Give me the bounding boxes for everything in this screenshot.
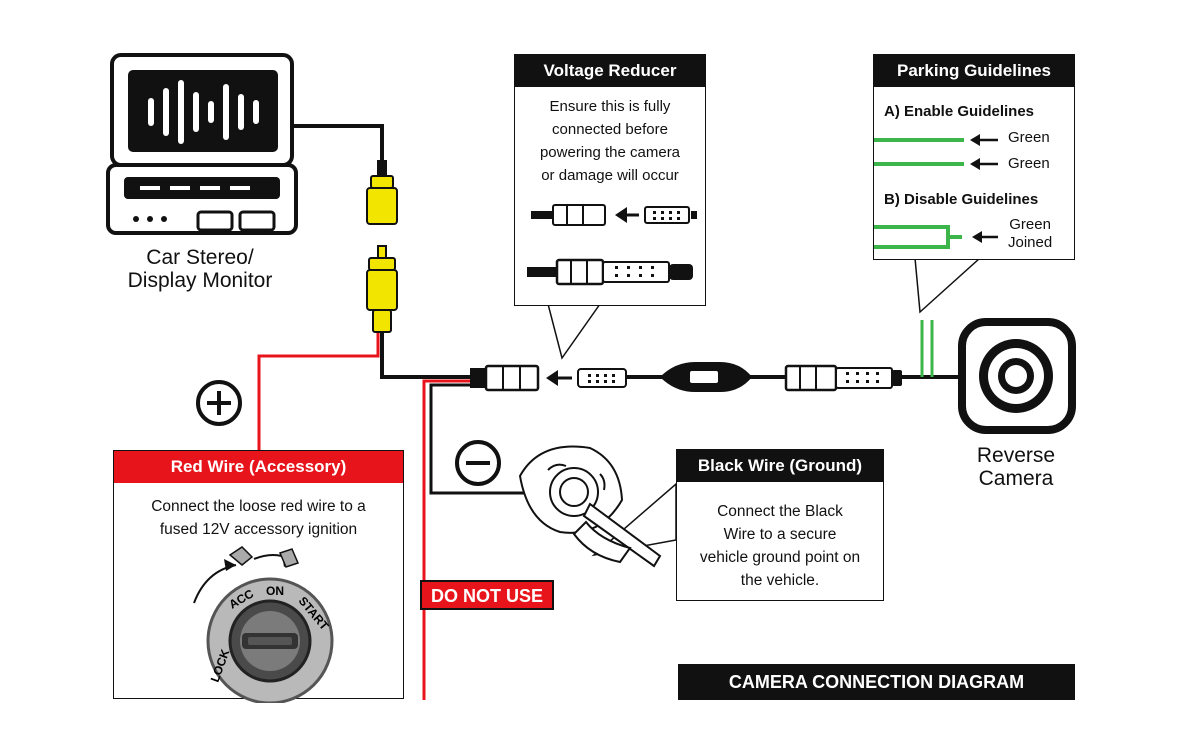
black-wire-box: Black Wire (Ground) Connect the Black Wi… [676, 449, 884, 601]
camera-label: Reverse Camera [956, 444, 1076, 490]
voltage-reducer-line: powering the camera [539, 144, 681, 161]
ground-bolt-icon [518, 445, 662, 568]
rca-male-connector [366, 245, 398, 333]
reverse-camera-icon [958, 318, 1076, 434]
voltage-reducer-box: Voltage Reducer Ensure this is fully con… [514, 54, 706, 306]
camera-plug-connector [784, 364, 902, 392]
voltage-reducer-line: Ensure this is fully [549, 98, 671, 115]
black-wire-text: Connect the Black Wire to a secure vehic… [677, 500, 883, 592]
red-wire-box: Red Wire (Accessory) Connect the loose r… [113, 450, 404, 703]
car-stereo-icon [106, 53, 298, 235]
negative-symbol-icon [455, 440, 501, 486]
ignition-label-on: ON [266, 584, 284, 598]
guidelines-callout-tail [914, 257, 982, 314]
red-wire-text: Connect the loose red wire to a fused 12… [114, 495, 403, 541]
enable-green-label-2: Green [1008, 155, 1050, 172]
do-not-use-label: DO NOT USE [420, 580, 555, 610]
parking-guidelines-box: Parking Guidelines A) Enable Guidelines … [873, 54, 1075, 260]
stereo-label-line2: Display Monitor [127, 269, 273, 292]
monitor-video-cable [292, 124, 384, 160]
connect-arrow-icon [546, 370, 572, 386]
stereo-label: Car Stereo/ Display Monitor [100, 246, 300, 292]
positive-symbol-icon [196, 380, 242, 426]
voltage-reducer-text: Ensure this is fully connected before po… [515, 95, 705, 187]
ignition-switch-illustration: LOCK ACC ON START [193, 546, 334, 703]
black-ground-wire [429, 383, 530, 495]
disable-green-label-line2: Joined [1008, 234, 1053, 251]
harness-female-connector [470, 364, 540, 392]
camera-label-line2: Camera [978, 467, 1054, 490]
disable-green-label: Green Joined [1008, 216, 1052, 252]
disable-green-label-line1: Green [1009, 216, 1051, 233]
disable-guidelines-heading: B) Disable Guidelines [884, 191, 1039, 208]
enable-guidelines-heading: A) Enable Guidelines [884, 103, 1035, 120]
red-wire-line: fused 12V accessory ignition [159, 521, 358, 538]
voltage-reducer-illustration [527, 204, 697, 286]
black-wire-line: the vehicle. [740, 572, 820, 589]
red-wire-line: Connect the loose red wire to a [151, 498, 366, 515]
voltage-callout-tail [547, 303, 602, 360]
camera-label-line1: Reverse [976, 444, 1056, 467]
black-wire-title: Black Wire (Ground) [677, 450, 883, 482]
diagram-title: CAMERA CONNECTION DIAGRAM [678, 664, 1075, 700]
black-wire-line: vehicle ground point on [699, 549, 861, 566]
black-wire-line: Wire to a secure [723, 526, 837, 543]
guidelines-wires-illustration [874, 134, 998, 249]
enable-green-label-1: Green [1008, 129, 1050, 146]
rca-female-connector [366, 160, 398, 225]
inline-voltage-reducer [660, 362, 752, 392]
harness-male-connector [577, 368, 627, 388]
red-accessory-wire [257, 333, 380, 450]
voltage-reducer-title: Voltage Reducer [515, 55, 705, 87]
parking-guidelines-title: Parking Guidelines [874, 55, 1074, 87]
voltage-reducer-line: connected before [552, 121, 668, 138]
voltage-reducer-line: or damage will occur [541, 167, 679, 184]
rca-harness-cable [380, 330, 470, 379]
red-wire-title: Red Wire (Accessory) [114, 451, 403, 483]
stereo-label-line1: Car Stereo/ [146, 246, 254, 269]
black-wire-line: Connect the Black [717, 503, 843, 520]
